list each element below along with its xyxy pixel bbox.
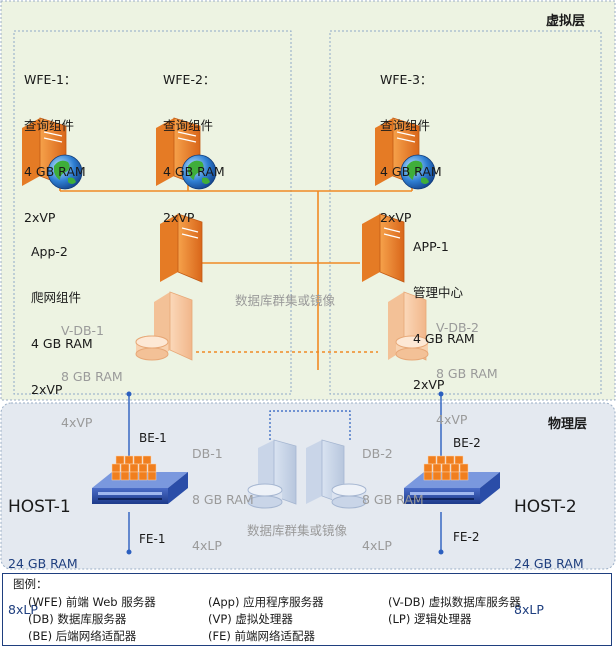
db-2-label: DB-2 8 GB RAM 4xLP (362, 415, 424, 569)
app-2-ram: 4 GB RAM (31, 336, 93, 352)
wfe-2-ram: 4 GB RAM (163, 164, 225, 180)
host-2-fe-label: FE-2 (453, 530, 480, 544)
v-db-2-cpu: 4xVP (436, 412, 468, 428)
host-2-ram: 24 GB RAM (514, 555, 584, 571)
app-2-cpu: 2xVP (31, 382, 63, 398)
app-2-label: App-2 爬网组件 4 GB RAM 2xVP (31, 213, 93, 413)
virtual-layer-background (0, 0, 616, 401)
db-2-server-icon (306, 439, 367, 509)
db-1-server-icon (247, 439, 297, 509)
wfe-3-cpu: 2xVP (380, 210, 412, 226)
db-2-ram: 8 GB RAM (362, 492, 424, 508)
host-2-be-label: BE-2 (453, 436, 481, 450)
host-1-ram: 24 GB RAM (8, 555, 78, 571)
virtual-cluster-label: 数据库群集或镜像 (235, 293, 336, 308)
v-db-2-ram: 8 GB RAM (436, 366, 498, 382)
wfe-2-label: WFE-2： 查询组件 4 GB RAM 2xVP (163, 41, 225, 241)
db-1-label: DB-1 8 GB RAM 4xLP (192, 415, 254, 569)
wfe-2-server-icon (156, 117, 217, 190)
app-1-server-icon (362, 213, 405, 283)
wfe-1-cpu: 2xVP (24, 210, 56, 226)
wfe-2-role: 查询组件 (163, 118, 214, 134)
legend-item-app: (App) 应用程序服务器 (208, 595, 324, 609)
front-end-network-links (59, 185, 413, 370)
host-1-specs: 24 GB RAM 8xLP (8, 525, 78, 633)
legend-item-db: (DB) 数据库服务器 (28, 612, 127, 626)
db-1-cpu: 4xLP (192, 538, 222, 554)
host-2-group (329, 30, 602, 395)
legend-item-wfe: (WFE) 前端 Web 服务器 (28, 595, 156, 609)
host-2-server-icon (404, 455, 500, 504)
legend-item-fe: (FE) 前端网络适配器 (208, 629, 316, 643)
wfe-3-label: WFE-3： 查询组件 4 GB RAM 2xVP (380, 41, 442, 241)
legend-item-be: (BE) 后端网络适配器 (28, 629, 137, 643)
v-db-1-cpu: 4xVP (61, 415, 93, 431)
db-1-name: DB-1 (192, 445, 223, 461)
wfe-2-cpu: 2xVP (163, 210, 195, 226)
legend-title: 图例： (13, 577, 48, 591)
virtual-layer-label: 虚拟层 (546, 14, 586, 29)
nic-dots (126, 391, 444, 555)
physical-layer-label: 物理层 (548, 417, 588, 432)
legend-item-vdb: (V-DB) 虚拟数据库服务器 (388, 595, 521, 609)
wfe-2-name: WFE-2： (163, 71, 216, 87)
v-db-2-server-icon (388, 291, 429, 361)
host-1-be-label: BE-1 (139, 431, 167, 445)
wfe-3-role: 查询组件 (380, 118, 431, 134)
physical-cluster-label: 数据库群集或镜像 (247, 523, 348, 538)
db-1-ram: 8 GB RAM (192, 492, 254, 508)
app-1-name: APP-1 (413, 238, 449, 254)
v-db-1-ram: 8 GB RAM (61, 369, 123, 385)
v-db-1-name: V-DB-1 (61, 322, 104, 338)
wfe-1-ram: 4 GB RAM (24, 164, 86, 180)
nic-links (128, 394, 442, 552)
wfe-3-ram: 4 GB RAM (380, 164, 442, 180)
host-2-name: HOST-2 (514, 497, 577, 517)
legend: 图例： (WFE) 前端 Web 服务器 (App) 应用程序服务器 (V-DB… (2, 573, 612, 646)
host-1-name: HOST-1 (8, 497, 71, 517)
legend-item-vp: (VP) 虚拟处理器 (208, 612, 293, 626)
app-1-cpu: 2xVP (413, 377, 445, 393)
wfe-3-name: WFE-3： (380, 71, 433, 87)
physical-db-cluster-link (269, 410, 351, 440)
v-db-2-label: V-DB-2 8 GB RAM 4xVP (436, 289, 498, 443)
app-1-role: 管理中心 (413, 285, 464, 301)
wfe-1-server-icon (22, 117, 83, 190)
app-1-ram: 4 GB RAM (413, 331, 475, 347)
db-2-cpu: 4xLP (362, 538, 392, 554)
wfe-1-name: WFE-1： (24, 71, 77, 87)
wfe-1-role: 查询组件 (24, 118, 75, 134)
v-db-1-label: V-DB-1 8 GB RAM 4xVP (61, 292, 123, 446)
db-2-name: DB-2 (362, 445, 393, 461)
wfe-1-label: WFE-1： 查询组件 4 GB RAM 2xVP (24, 41, 86, 241)
host-1-lp: 8xLP (8, 602, 38, 618)
app-1-label: APP-1 管理中心 4 GB RAM 2xVP (413, 208, 475, 408)
wfe-3-server-icon (375, 117, 436, 190)
legend-item-lp: (LP) 逻辑处理器 (388, 612, 472, 626)
host-1-server-icon (92, 455, 188, 504)
host-1-fe-label: FE-1 (139, 532, 166, 546)
app-2-name: App-2 (31, 243, 68, 259)
app-2-role: 爬网组件 (31, 290, 82, 306)
v-db-1-server-icon (135, 291, 193, 361)
host-2-lp: 8xLP (514, 602, 544, 618)
app-2-server-icon (160, 213, 203, 283)
v-db-2-name: V-DB-2 (436, 319, 479, 335)
host-2-specs: 24 GB RAM 8xLP (514, 525, 584, 633)
